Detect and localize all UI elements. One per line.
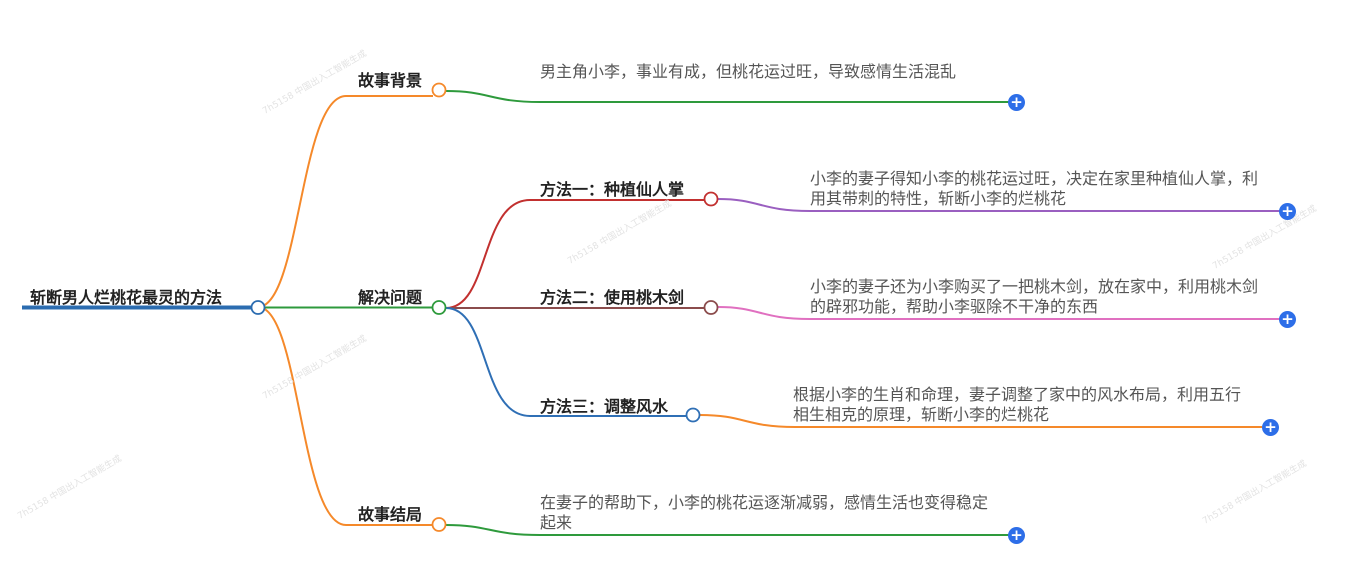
connector-root-background bbox=[257, 95, 433, 308]
method-2-label[interactable]: 方法二：使用桃木剑 bbox=[540, 288, 685, 307]
method1-junction[interactable] bbox=[703, 191, 719, 207]
branch-ending-label[interactable]: 故事结局 bbox=[358, 505, 423, 524]
expand-method-1-button[interactable]: + bbox=[1279, 203, 1296, 220]
method-3-detail: 根据小李的生肖和命理，妻子调整了家中的风水布局，利用五行相生相克的原理，斩断小李… bbox=[793, 385, 1242, 424]
connector-method2-detail bbox=[717, 306, 1280, 320]
method3-junction[interactable] bbox=[685, 407, 701, 423]
ending-detail: 在妻子的帮助下，小李的桃花运逐渐减弱，感情生活也变得稳定起来 bbox=[540, 493, 989, 532]
connector-method1-detail bbox=[717, 198, 1280, 212]
expand-method-3-button[interactable]: + bbox=[1262, 419, 1279, 436]
method-2-detail: 小李的妻子还为小李购买了一把桃木剑，放在家中，利用桃木剑的辟邪功能，帮助小李驱除… bbox=[810, 277, 1259, 316]
connector-method3-detail bbox=[699, 414, 1262, 428]
branch-background-label[interactable]: 故事背景 bbox=[358, 71, 423, 90]
method-1-detail: 小李的妻子得知小李的桃花运过旺，决定在家里种植仙人掌，利用其带刺的特性，斩断小李… bbox=[810, 169, 1259, 208]
expand-background-button[interactable]: + bbox=[1008, 94, 1025, 111]
method2-junction[interactable] bbox=[703, 300, 719, 315]
solution-junction[interactable] bbox=[431, 300, 447, 315]
background-detail: 男主角小李，事业有成，但桃花运过旺，导致感情生活混乱 bbox=[540, 62, 957, 81]
connector-ending-detail bbox=[445, 524, 1010, 536]
ending-junction[interactable] bbox=[431, 517, 447, 532]
method-1-label[interactable]: 方法一：种植仙人掌 bbox=[540, 180, 685, 199]
method-3-label[interactable]: 方法三：调整风水 bbox=[540, 397, 669, 416]
root-node-label[interactable]: 斩断男人烂桃花最灵的方法 bbox=[30, 288, 223, 307]
connector-solution-method1 bbox=[445, 199, 705, 309]
root-junction[interactable] bbox=[250, 300, 266, 315]
connector-solution-method3 bbox=[445, 307, 687, 417]
branch-solution-label[interactable]: 解决问题 bbox=[358, 288, 423, 307]
background-junction[interactable] bbox=[431, 82, 447, 98]
connector-root-ending bbox=[257, 306, 433, 526]
expand-method-2-button[interactable]: + bbox=[1279, 311, 1296, 328]
connector-background-detail bbox=[445, 90, 1010, 103]
expand-ending-button[interactable]: + bbox=[1008, 527, 1025, 544]
